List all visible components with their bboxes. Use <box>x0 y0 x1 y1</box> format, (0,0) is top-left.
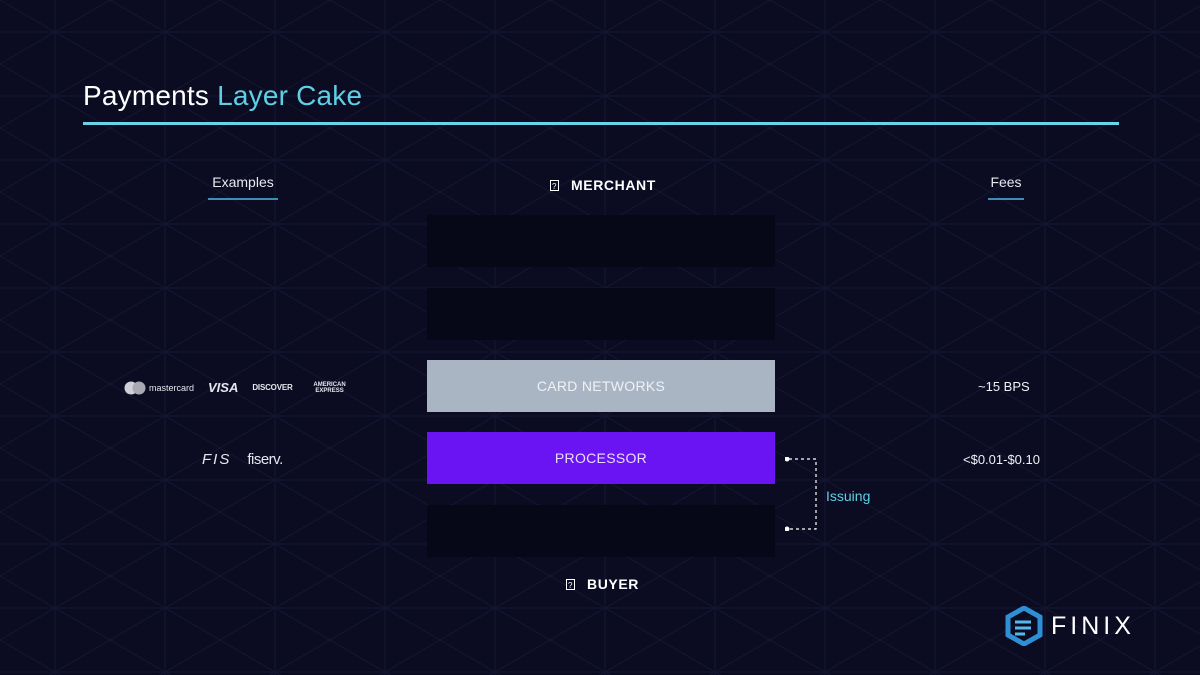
card-networks-label: CARD NETWORKS <box>536 378 666 394</box>
amex-logo: AMERICAN EXPRESS <box>313 381 346 394</box>
card-networks-fee: ~15 BPS <box>978 379 1030 394</box>
mastercard-circles-icon <box>124 381 146 394</box>
finix-brand: FINIX <box>1005 606 1135 646</box>
fees-header: Fees <box>988 174 1024 200</box>
fees-header-underline <box>988 198 1024 200</box>
issuing-label: Issuing <box>826 488 871 504</box>
merchant-icon: ? <box>550 179 559 191</box>
page-title: Payments Layer Cake <box>83 80 362 112</box>
discover-logo: DISCOVER <box>252 383 293 392</box>
visa-logo: VISA <box>208 380 239 395</box>
finix-wordmark: FINIX <box>1051 611 1135 640</box>
layer-card-networks: CARD NETWORKS <box>427 360 775 412</box>
merchant-label: MERCHANT <box>571 177 656 193</box>
examples-header: Examples <box>208 174 278 200</box>
title-main: Payments <box>83 80 210 111</box>
layer-2 <box>427 288 775 340</box>
title-underline <box>83 122 1119 125</box>
processor-logos: FIS fiserv. <box>202 451 283 468</box>
fiserv-logo: fiserv. <box>247 451 283 468</box>
issuing-bracket <box>785 457 817 531</box>
mastercard-wordmark: mastercard <box>149 382 195 393</box>
merchant-endpoint: ? MERCHANT <box>550 177 656 193</box>
layer-1 <box>427 215 775 267</box>
layer-5 <box>427 505 775 557</box>
finix-hexagon-icon <box>1005 606 1043 646</box>
title-accent: Layer Cake <box>217 80 363 111</box>
fis-logo: FIS <box>202 451 232 468</box>
processor-fee: <$0.01-$0.10 <box>963 452 1040 467</box>
buyer-endpoint: ? BUYER <box>566 576 639 592</box>
mastercard-logo: mastercard <box>124 381 194 395</box>
examples-header-underline <box>208 198 278 200</box>
layer-processor: PROCESSOR <box>427 432 775 484</box>
processor-label: PROCESSOR <box>554 450 648 466</box>
card-network-logos: mastercard VISA DISCOVER AMERICAN EXPRES… <box>124 380 353 395</box>
buyer-icon: ? <box>566 578 575 590</box>
fees-header-label: Fees <box>990 174 1022 190</box>
buyer-label: BUYER <box>587 576 640 592</box>
examples-header-label: Examples <box>212 174 274 190</box>
